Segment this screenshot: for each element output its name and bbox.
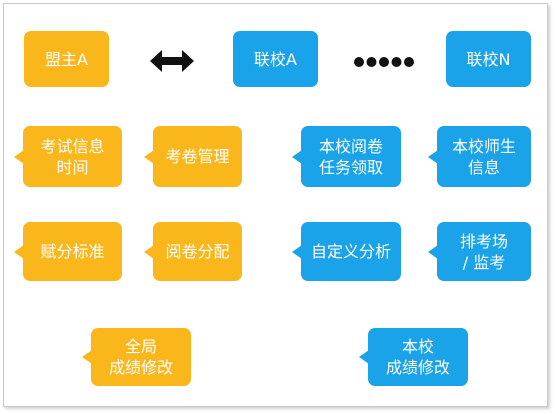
paper-manage-box: 考卷管理	[144, 126, 242, 187]
local-teacher-info-box: 本校师生 信息	[428, 126, 531, 187]
alliance-lead-box: 盟主A	[24, 31, 109, 87]
ellipsis-dots-icon	[354, 57, 414, 67]
custom-analysis-box: 自定义分析	[292, 222, 401, 281]
score-standard-label: 赋分标准	[40, 242, 105, 261]
score-standard-box: 赋分标准	[14, 222, 122, 281]
school-a-label: 联校A	[254, 49, 297, 69]
exam-room-label: 排考场 / 监考	[459, 231, 508, 272]
double-arrow-icon	[150, 50, 194, 72]
paper-manage-label: 考卷管理	[165, 147, 230, 166]
local-score-edit-box: 本校 成绩修改	[359, 328, 468, 386]
local-score-edit-label: 本校 成绩修改	[385, 337, 450, 377]
local-teacher-info-label: 本校师生 信息	[451, 136, 516, 177]
custom-analysis-label: 自定义分析	[310, 242, 391, 261]
school-a-box: 联校A	[233, 31, 318, 87]
exam-room-box: 排考场 / 监考	[428, 222, 531, 281]
school-n-box: 联校N	[446, 31, 531, 87]
exam-info-box: 考试信息 时间	[14, 126, 122, 187]
school-n-label: 联校N	[466, 49, 511, 69]
local-grading-task-label: 本校阅卷 任务领取	[318, 136, 383, 177]
grading-assign-label: 阅卷分配	[165, 242, 230, 261]
global-score-edit-label: 全局 成绩修改	[108, 337, 173, 377]
grading-assign-box: 阅卷分配	[144, 222, 242, 281]
local-grading-task-box: 本校阅卷 任务领取	[292, 126, 401, 187]
alliance-lead-label: 盟主A	[45, 49, 88, 69]
exam-info-label: 考试信息 时间	[40, 136, 105, 177]
global-score-edit-box: 全局 成绩修改	[82, 328, 191, 386]
